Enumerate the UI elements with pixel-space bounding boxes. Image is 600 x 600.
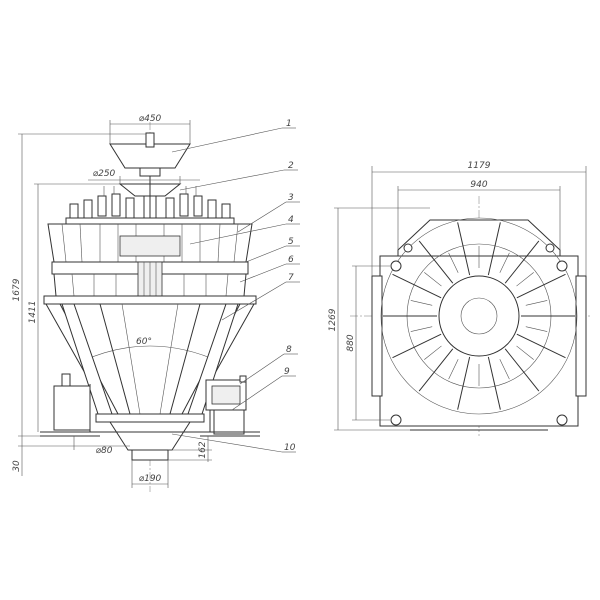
radial-bucket-divider [392,333,442,359]
radial-bucket-center [410,300,433,306]
radial-buckets [383,222,575,410]
left-box [53,373,91,431]
radial-bucket-center [525,300,548,306]
dim-h1411: 1411 [28,183,120,432]
dim-w1179-label: 1179 [468,161,491,171]
dim-w940-label: 940 [470,180,487,190]
radial-bucket-center [448,252,459,273]
radial-bucket-divider [487,222,501,276]
radial-bucket-center [516,272,534,287]
radial-bucket-divider [418,348,454,392]
part-callouts: 1 2 3 4 5 6 7 8 9 [171,119,300,453]
bucket-ring [380,217,578,415]
part-number-3: 3 [288,193,294,203]
dim-d190: ⌀190 [131,460,169,488]
dim-d450-label: ⌀450 [139,114,162,124]
dim-h1679: 1679 [12,133,146,437]
dim-h162-label: 162 [198,441,208,458]
radial-bucket-divider [418,240,454,284]
part-number-4: 4 [288,215,294,225]
dim-h1679-label: 1679 [12,278,22,301]
radial-bucket-divider [457,356,471,410]
dim-d80: ⌀80 [60,436,130,456]
dim-h1269: 1269 [328,207,430,431]
part-number-6: 6 [288,255,294,265]
dim-w1179: 1179 [371,161,587,276]
front-view: ⌀450 ⌀250 1679 1411 30 [12,114,300,492]
dim-h1269-label: 1269 [328,308,338,331]
radial-bucket-divider [504,348,540,392]
control-box [205,375,247,435]
weigh-buckets [51,261,249,303]
radial-bucket-divider [504,240,540,284]
radial-bucket-center [424,345,442,360]
dim-h30: 30 [12,436,60,476]
dim-d450: ⌀450 [109,114,191,144]
radial-bucket-center [410,326,433,332]
part-number-5: 5 [288,237,294,247]
dim-h880: 880 [346,265,390,421]
radial-bucket-divider [392,273,442,299]
frame-bolts [390,243,568,426]
radial-bucket-divider [516,333,566,359]
discharge-hopper [95,413,205,461]
dim-d250-label: ⌀250 [93,169,116,179]
dim-angle-label: 60° [136,337,152,347]
part-number-2: 2 [288,161,294,171]
vibrator-motors [69,186,231,221]
top-view: 1179 940 1269 880 [328,161,590,436]
dim-h1411-label: 1411 [28,301,38,324]
part-number-7: 7 [288,273,294,283]
part-number-9: 9 [284,367,290,377]
radial-bucket-center [499,252,510,273]
radial-bucket-divider [516,273,566,299]
feed-funnel [109,132,191,177]
part-number-1: 1 [286,119,292,129]
dim-d190-label: ⌀190 [139,474,162,484]
part-number-8: 8 [286,345,292,355]
radial-bucket-divider [487,356,501,410]
dim-w940: 940 [397,180,561,250]
dim-h30-label: 30 [12,460,22,472]
part-number-10: 10 [284,443,296,453]
radial-bucket-center [516,345,534,360]
radial-bucket-divider [457,222,471,276]
radial-bucket-center [424,272,442,287]
radial-bucket-center [525,326,548,332]
dim-d250: ⌀250 [88,169,200,184]
dim-h880-label: 880 [346,334,356,351]
radial-bucket-center [499,359,510,380]
feed-buckets [47,223,253,263]
radial-bucket-center [448,359,459,380]
dim-d80-label: ⌀80 [96,446,113,456]
dim-h162: 162 [168,436,212,462]
